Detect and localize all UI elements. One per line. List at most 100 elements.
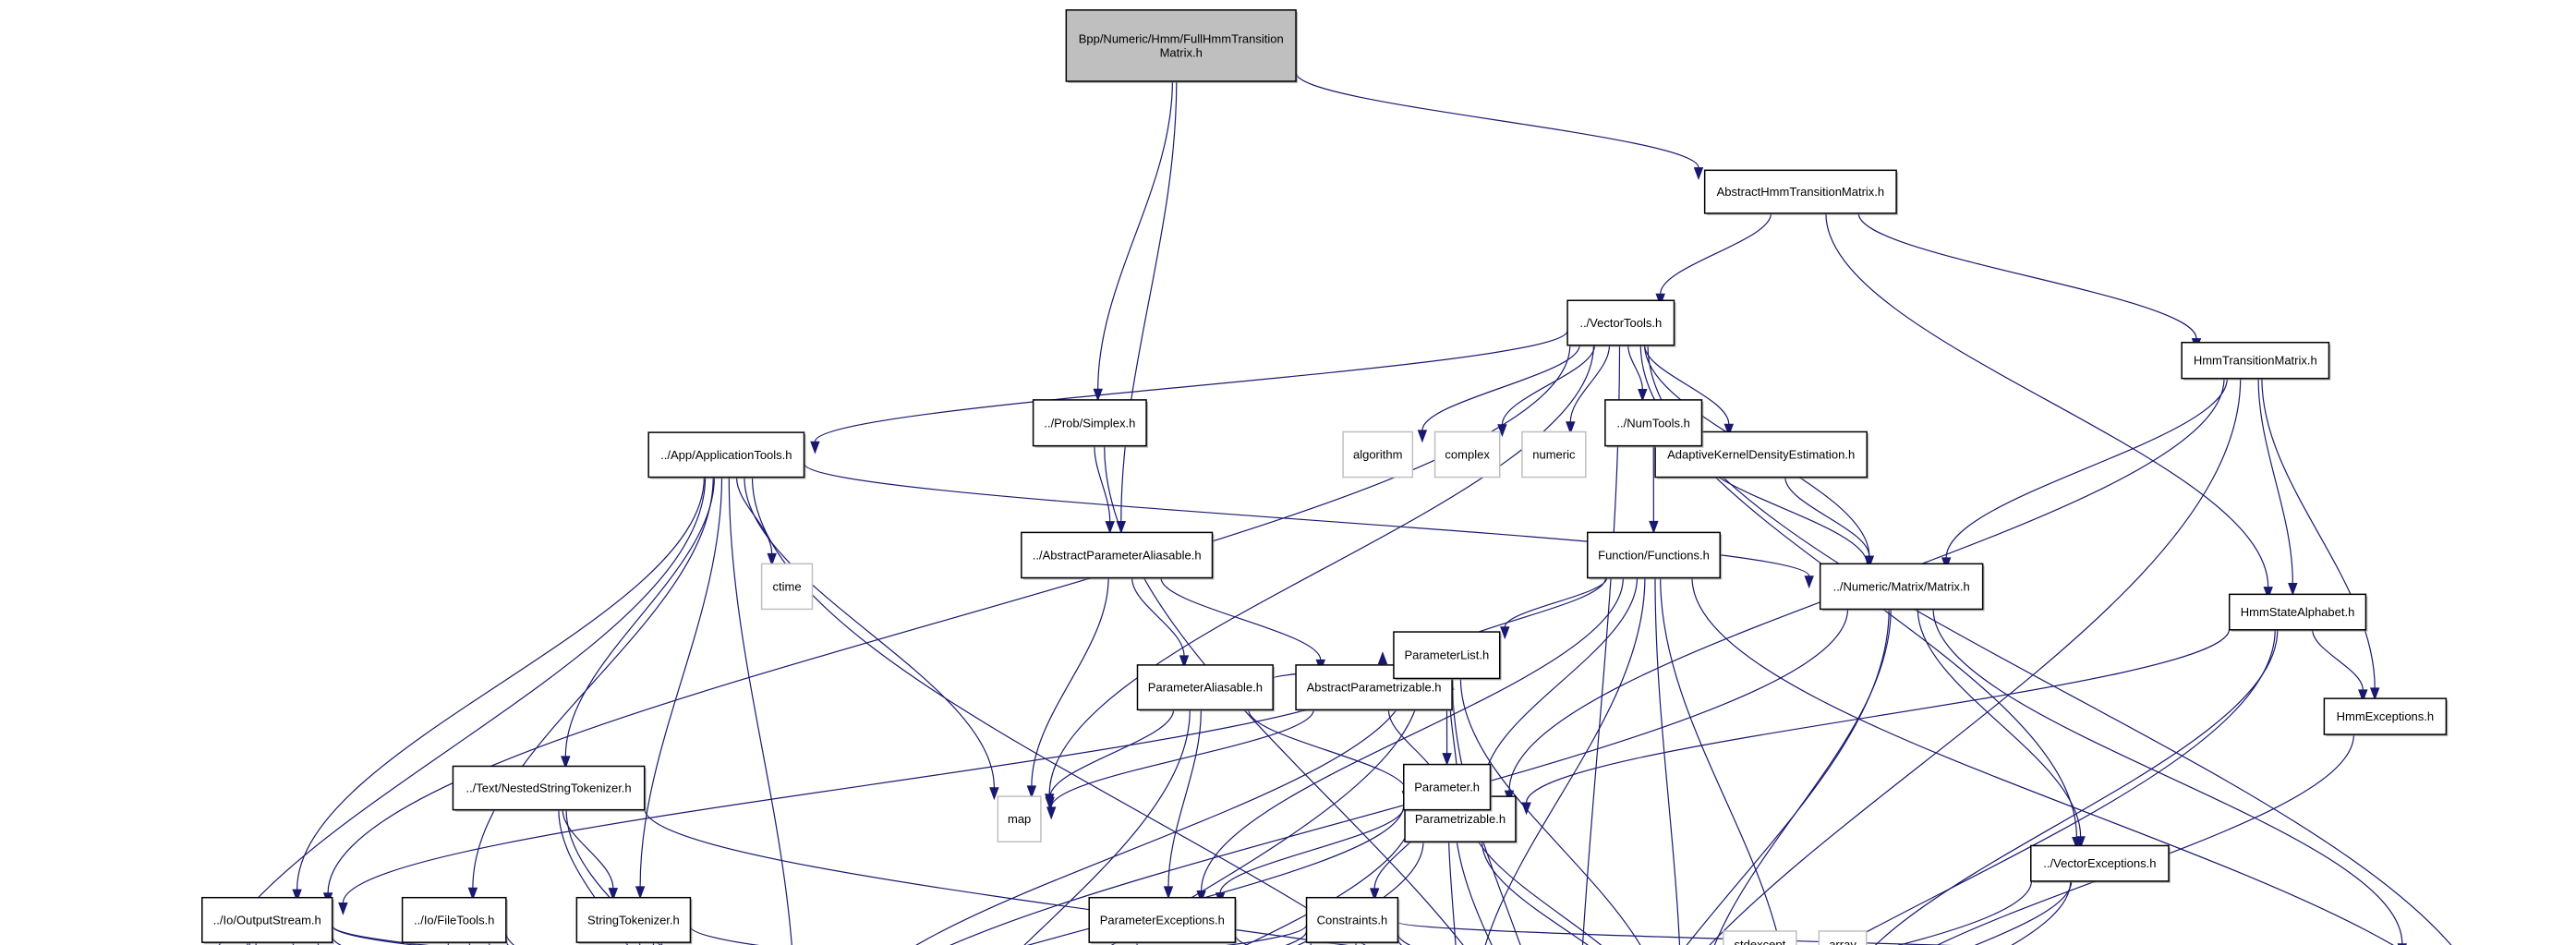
edge-Matrix-to-iostream: [949, 609, 1849, 945]
node-FileTools[interactable]: ../Io/FileTools.h: [401, 896, 508, 945]
node-box[interactable]: [201, 896, 333, 943]
node-label: Constraints.h: [1317, 913, 1388, 927]
node-OutputStream[interactable]: ../Io/OutputStream.h: [201, 896, 334, 945]
arrowhead-icon: [767, 552, 777, 566]
node-box[interactable]: [1819, 563, 1984, 611]
edge-Matrix-to-Clonable: [1713, 609, 1892, 945]
node-label: ../Prob/Simplex.h: [1044, 416, 1135, 430]
arrowhead-icon: [810, 441, 820, 454]
edge-OutputStream-to-Clonable: [332, 926, 418, 945]
node-box[interactable]: [2228, 593, 2367, 631]
node-box[interactable]: [1604, 399, 1703, 447]
node-ctime: ctime: [760, 563, 814, 611]
node-box: [997, 795, 1042, 842]
arrowhead-icon: [1045, 796, 1055, 810]
node-VectorExceptions[interactable]: ../VectorExceptions.h: [2030, 844, 2171, 883]
node-label: ../Io/FileTools.h: [414, 913, 494, 927]
node-box[interactable]: [452, 765, 646, 811]
arrowhead-icon: [1196, 890, 1206, 903]
node-box[interactable]: [401, 896, 507, 943]
edge-Functions-to-Exceptions: [1660, 577, 1781, 945]
arrowhead-icon: [1442, 753, 1452, 767]
edge-ParameterList-to-Clonable: [1459, 678, 1641, 945]
node-complex: complex: [1433, 430, 1501, 479]
arrowhead-icon: [1500, 626, 1510, 640]
arrowhead-icon: [561, 756, 571, 769]
node-label: complex: [1445, 448, 1490, 462]
node-box[interactable]: [1032, 399, 1147, 447]
arrowhead-icon: [1105, 521, 1115, 535]
edge-Matrix-to-vector: [1686, 609, 1890, 945]
arrowhead-icon: [292, 889, 302, 903]
node-box[interactable]: [1136, 664, 1274, 711]
node-box[interactable]: [1305, 896, 1399, 943]
node-box[interactable]: [575, 896, 692, 943]
node-label: ../NumTools.h: [1616, 416, 1689, 430]
node-ApplicationTools[interactable]: ../App/ApplicationTools.h: [647, 431, 806, 479]
node-label: AdaptiveKernelDensityEstimation.h: [1667, 448, 1855, 462]
node-Constraints[interactable]: Constraints.h: [1305, 896, 1400, 945]
node-label: numeric: [1532, 448, 1576, 462]
node-box[interactable]: [647, 431, 805, 479]
arrowhead-icon: [1693, 167, 1704, 181]
edge-ApplicationTools-to-OutputStream: [296, 477, 705, 890]
edge-AbstractHmmTransitionMatrix-to-HmmTransitionMatrix: [1857, 212, 2197, 339]
edge-HmmTransitionMatrix-to-HmmStateAlphabet: [2257, 378, 2293, 584]
arrowhead-icon: [1026, 785, 1037, 799]
node-label: StringTokenizer.h: [587, 913, 680, 927]
edge-ApplicationTools-to-NestedStringTokenizer: [564, 477, 715, 757]
edge-Parameter-to-ParameterExceptions: [1219, 806, 1405, 893]
edge-VectorExceptions-to-vector: [2011, 880, 2072, 945]
node-HmmStateAlphabet[interactable]: HmmStateAlphabet.h: [2228, 593, 2368, 632]
edge-AbstractParameterAliasable-to-ParameterAliasable: [1131, 577, 1185, 656]
node-box[interactable]: [2181, 341, 2330, 380]
node-Matrix[interactable]: ../Numeric/Matrix/Matrix.h: [1819, 563, 1985, 612]
node-Parameter[interactable]: Parameter.h: [1403, 763, 1493, 812]
edge-ApplicationTools-to-FileTools: [472, 477, 714, 889]
node-box[interactable]: [2323, 697, 2448, 735]
node-StringTokenizer[interactable]: StringTokenizer.h: [575, 896, 693, 945]
node-box[interactable]: [1587, 531, 1721, 579]
node-label: ../AbstractParameterAliasable.h: [1033, 548, 1202, 562]
node-HmmExceptions[interactable]: HmmExceptions.h: [2323, 697, 2449, 737]
edge-ApplicationTools-to-TextTools: [218, 477, 707, 945]
arrowhead-icon: [1179, 655, 1190, 669]
node-box[interactable]: [1021, 531, 1214, 579]
edge-ParameterAliasable-to-string: [1023, 709, 1191, 945]
node-box[interactable]: [1393, 631, 1501, 680]
node-box: [1521, 430, 1587, 479]
node-ParameterList[interactable]: ParameterList.h: [1393, 631, 1502, 681]
edge-root-to-AbstractParameterAliasable: [1120, 80, 1178, 522]
node-VectorTools[interactable]: ../VectorTools.h: [1566, 299, 1676, 347]
node-root[interactable]: Bpp/Numeric/Hmm/FullHmmTransitionMatrix.…: [1065, 9, 1299, 84]
node-label: algorithm: [1353, 448, 1402, 462]
node-AbstractParameterAliasable[interactable]: ../AbstractParameterAliasable.h: [1021, 531, 1215, 580]
node-Functions[interactable]: Function/Functions.h: [1587, 531, 1723, 580]
node-Simplex[interactable]: ../Prob/Simplex.h: [1032, 399, 1149, 448]
edge-Functions-to-Parametrizable: [1482, 577, 1639, 788]
node-box[interactable]: [1088, 896, 1237, 943]
edge-AbstractParametrizable-to-map: [1050, 709, 1314, 808]
node-label: Bpp/Numeric/Hmm/FullHmmTransition: [1079, 31, 1284, 45]
node-label: ctime: [773, 579, 802, 593]
node-box[interactable]: [1403, 763, 1492, 811]
node-map: map: [997, 795, 1042, 842]
node-label: ../VectorExceptions.h: [2043, 856, 2156, 870]
node-HmmTransitionMatrix[interactable]: HmmTransitionMatrix.h: [2181, 341, 2331, 381]
node-AbstractHmmTransitionMatrix[interactable]: AbstractHmmTransitionMatrix.h: [1703, 169, 1899, 215]
arrowhead-icon: [2263, 587, 2273, 600]
edge-ApplicationTools-to-iostream: [728, 477, 792, 945]
node-box[interactable]: [1065, 9, 1297, 82]
node-ParameterAliasable[interactable]: ParameterAliasable.h: [1136, 664, 1276, 712]
node-AdaptiveKernelDensityEstimation[interactable]: AdaptiveKernelDensityEstimation.h: [1654, 430, 1869, 479]
edge-NestedStringTokenizer-to-string: [565, 809, 661, 945]
node-label: Matrix.h: [1160, 45, 1203, 59]
node-ParameterExceptions[interactable]: ParameterExceptions.h: [1088, 896, 1238, 945]
edge-ApplicationTools-to-StringTokenizer: [639, 477, 723, 887]
node-NestedStringTokenizer[interactable]: ../Text/NestedStringTokenizer.h: [452, 765, 647, 812]
node-box[interactable]: [1566, 299, 1675, 346]
node-NumTools[interactable]: ../NumTools.h: [1604, 399, 1704, 448]
node-box[interactable]: [2030, 844, 2170, 882]
node-box[interactable]: [1703, 169, 1897, 214]
edge-VectorTools-to-vector: [1581, 345, 1621, 945]
